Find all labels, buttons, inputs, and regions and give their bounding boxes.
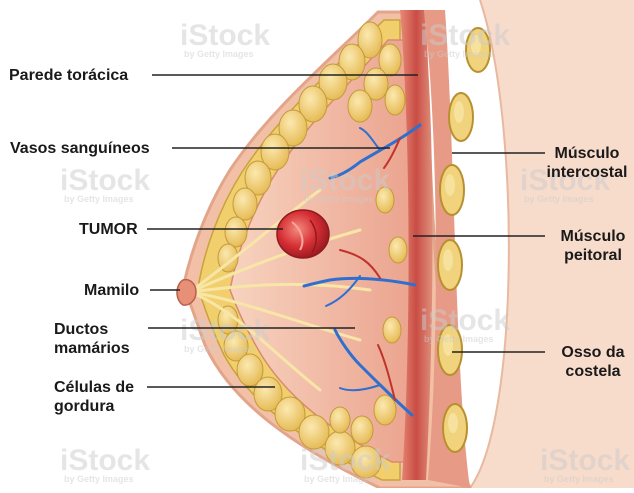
watermark-brand: iStock [60, 444, 150, 477]
watermark-byline: by Getty Images [524, 194, 594, 204]
watermark-brand: iStock [60, 164, 150, 197]
label-vasos-sanguineos: Vasos sanguíneos [10, 139, 150, 158]
watermark-byline: by Getty Images [64, 474, 134, 484]
watermark-byline: by Getty Images [424, 49, 494, 59]
watermark-byline: by Getty Images [304, 194, 374, 204]
watermark-brand: iStock [300, 444, 390, 477]
watermark-brand: iStock [420, 304, 510, 337]
watermark-byline: by Getty Images [184, 49, 254, 59]
fat-lobule [385, 85, 405, 115]
fat-lobule [351, 416, 373, 444]
watermark-brand: iStock [300, 164, 390, 197]
watermark-brand: iStock [540, 444, 630, 477]
tumor-mass [277, 210, 329, 258]
fat-lobule [383, 317, 401, 343]
watermark-byline: by Getty Images [184, 344, 254, 354]
watermark-byline: by Getty Images [64, 194, 134, 204]
label-celulas-gordura: Células de gordura [54, 378, 134, 416]
fat-lobule [225, 217, 247, 247]
fat-lobule [348, 90, 372, 122]
nipple [177, 280, 196, 305]
label-musculo-intercostal: Músculo intercostal [543, 144, 631, 182]
label-musculo-peitoral: Músculo peitoral [553, 227, 633, 265]
watermark-byline: by Getty Images [424, 334, 494, 344]
watermark-byline: by Getty Images [304, 474, 374, 484]
label-ductos-mamarios: Ductos mamários [54, 320, 130, 358]
fat-lobule [330, 407, 350, 433]
fat-lobule [233, 188, 257, 220]
fat-lobule [374, 395, 396, 425]
fat-lobule [389, 237, 407, 263]
label-osso-costela: Osso da costela [553, 343, 633, 381]
label-mamilo: Mamilo [84, 281, 139, 300]
label-tumor: TUMOR [79, 220, 138, 239]
watermark-brand: iStock [180, 314, 270, 347]
label-parede-toracica: Parede torácica [9, 66, 128, 85]
watermark-brand: iStock [180, 19, 270, 52]
watermark-byline: by Getty Images [544, 474, 614, 484]
watermark-brand: iStock [420, 19, 510, 52]
